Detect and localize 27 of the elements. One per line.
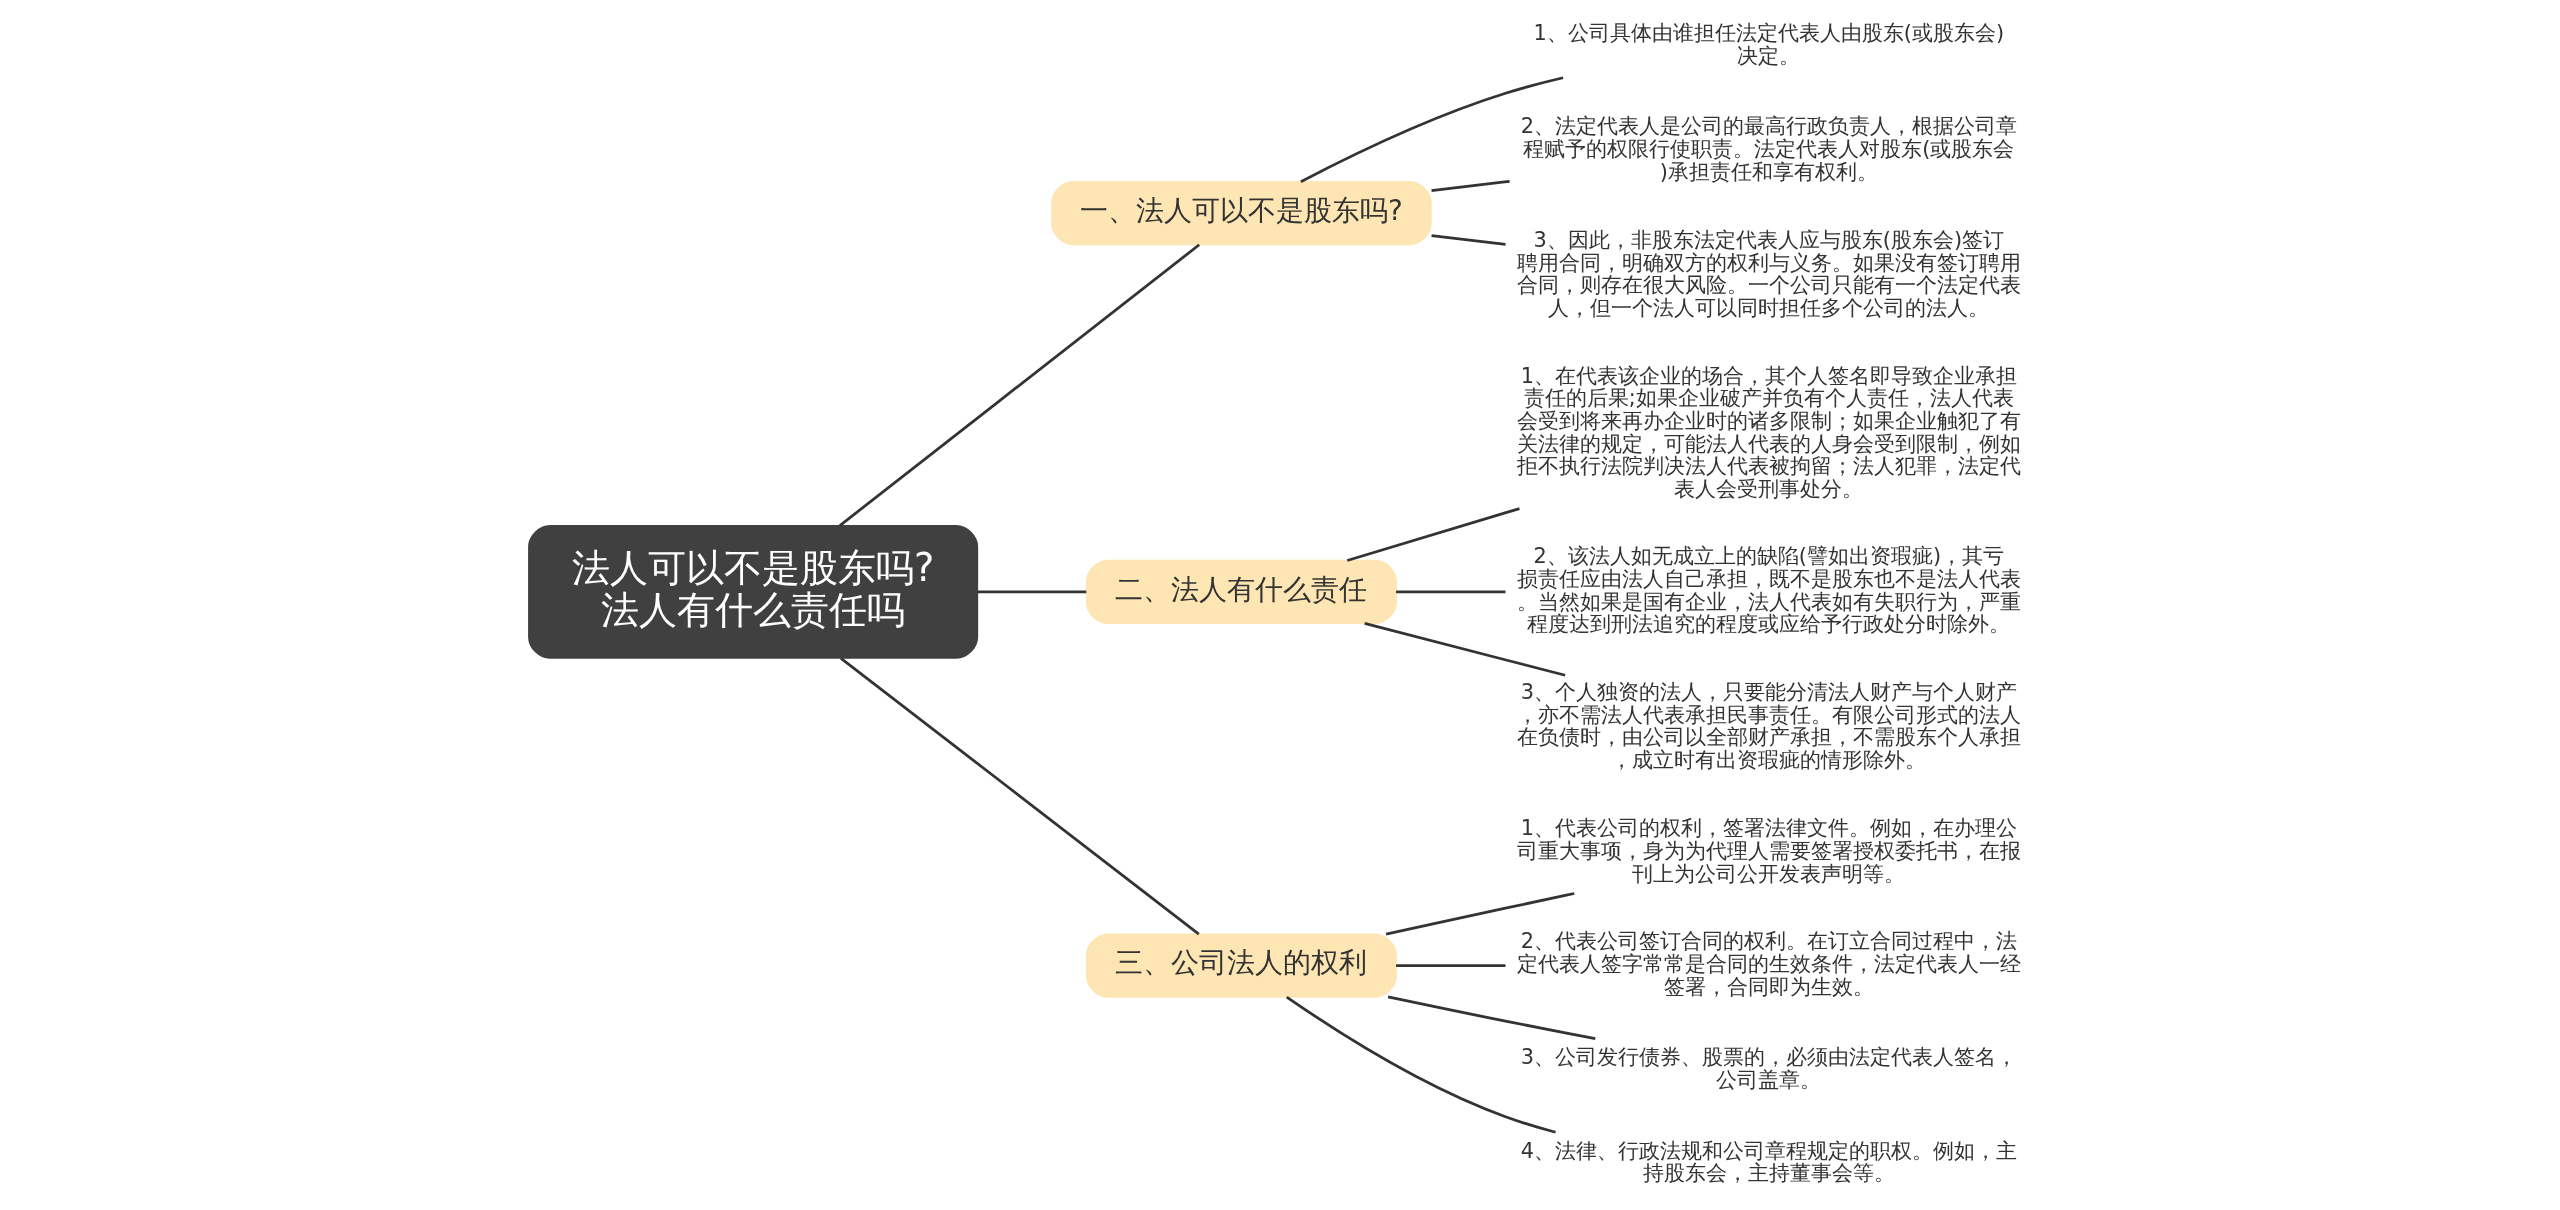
- connector: [1285, 995, 1556, 1134]
- node-box: 三、公司法人的权利: [1085, 933, 1397, 998]
- connector: [839, 657, 1200, 936]
- node-text: 1、在代表该企业的场合，其个人签名即导致企业承担责任的后果;如果企业破产并负有个人责任，法人代表会受到将来再办企业时的诸多限制；如果企业触犯了有关法律的规定，可能法人代表的人身会受到限制，例如拒不执行法院判决法人代表被拘留；法人犯罪，法定代表人会受刑事处分。: [1516, 363, 2021, 501]
- connector: [1387, 995, 1596, 1040]
- node-text: 1、公司具体由谁担任法定代表人由股东(或股东会)决定。: [1533, 21, 2004, 69]
- node-text: 3、因此，非股东法定代表人应与股东(股东会)签订聘用合同，明确双方的权利与义务。如果没有签订聘用合同，则存在很大风险。一个公司只能有一个法定代表人，但一个法人可以同时担任多个公司的法人。: [1516, 228, 2021, 320]
- node-text: 3、个人独资的法人，只要能分清法人财产与个人财产，亦不需法人代表承担民事责任。有限公司形式的法人在负债时，由公司以全部财产承担，不需股东个人承担，成立时有出资瑕疵的情形除外。: [1516, 680, 2021, 772]
- node-box: 法人可以不是股东吗?法人有什么责任吗: [527, 525, 978, 659]
- node-text: 1、代表公司的权利，签署法律文件。例如，在办理公司重大事项，身为为代理人需要签署授权委托书，在报刊上为公司公开发表声明等。: [1516, 816, 2021, 886]
- connector: [1299, 76, 1563, 183]
- connector: [1385, 892, 1574, 936]
- connector: [1430, 179, 1510, 193]
- node-box: 二、法人有什么责任: [1085, 559, 1397, 625]
- connector: [976, 590, 1086, 594]
- node-text: 2、代表公司签订合同的权利。在订立合同过程中，法定代表人签字常常是合同的生效条件，法定代表人一经签署，合同即为生效。: [1516, 929, 2021, 999]
- connector: [1363, 622, 1565, 677]
- connector: [1346, 507, 1520, 562]
- node-box: 一、法人可以不是股东吗?: [1050, 181, 1432, 246]
- connector: [1395, 964, 1505, 967]
- node-text: 2、法定代表人是公司的最高行政负责人，根据公司章程赋予的权限行使职责。法定代表人对股东(或股东会)承担责任和享有权利。: [1520, 114, 2017, 184]
- connector: [1395, 590, 1505, 594]
- connector: [838, 243, 1200, 527]
- node-text: 3、公司发行债券、股票的，必须由法定代表人签名，公司盖章。: [1520, 1044, 2017, 1092]
- connector: [1430, 234, 1506, 246]
- node-text: 4、法律、行政法规和公司章程规定的职权。例如，主持股东会，主持董事会等。: [1520, 1138, 2017, 1186]
- node-text: 2、该法人如无成立上的缺陷(譬如出资瑕疵)，其亏损责任应由法人自己承担，既不是股东也不是法人代表。当然如果是国有企业，法人代表如有失职行为，严重程度达到刑法追究的程度或应给予行政处分时除外。: [1516, 544, 2021, 637]
